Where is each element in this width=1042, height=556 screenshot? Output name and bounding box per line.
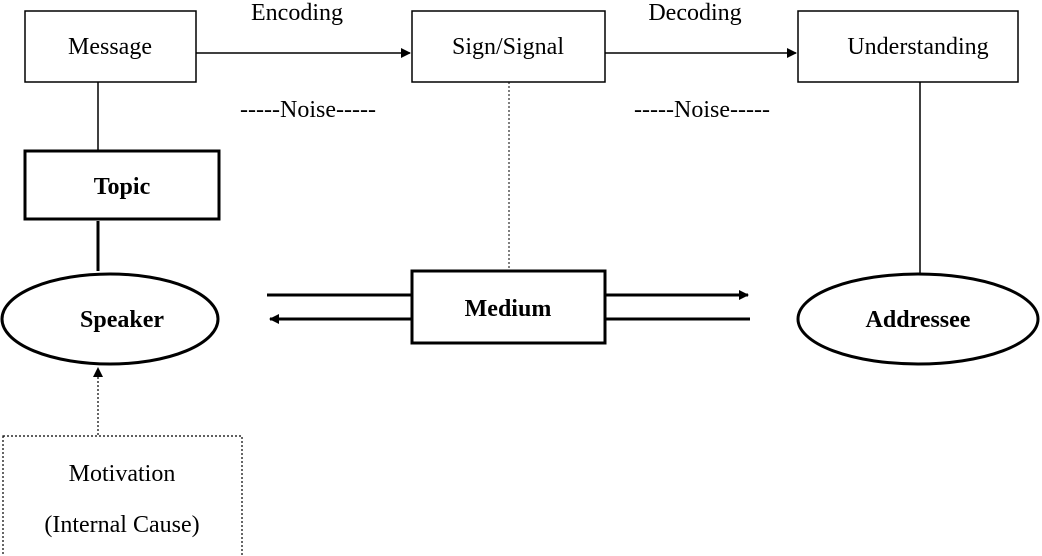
sign-signal-label: Sign/Signal bbox=[452, 34, 564, 60]
speaker-ellipse bbox=[0, 272, 220, 366]
speaker-label: Speaker bbox=[80, 307, 164, 333]
understanding-box bbox=[797, 10, 1019, 83]
topic-label: Topic bbox=[94, 174, 151, 200]
decoding-label: Decoding bbox=[648, 0, 741, 26]
addressee-ellipse bbox=[796, 272, 1040, 366]
motivation-box bbox=[2, 435, 243, 556]
understanding-label: Understanding bbox=[847, 34, 988, 60]
encoding-label: Encoding bbox=[251, 0, 343, 26]
noise-right-label: -----Noise----- bbox=[634, 97, 770, 123]
noise-left-label: -----Noise----- bbox=[240, 97, 376, 123]
addressee-label: Addressee bbox=[866, 307, 971, 333]
topic-box bbox=[23, 149, 221, 221]
medium-box bbox=[410, 269, 607, 345]
medium-label: Medium bbox=[465, 296, 552, 322]
message-box bbox=[24, 10, 197, 83]
message-label: Message bbox=[68, 34, 152, 60]
motivation-label: Motivation bbox=[69, 461, 176, 487]
internal-cause-label: (Internal Cause) bbox=[44, 512, 199, 538]
